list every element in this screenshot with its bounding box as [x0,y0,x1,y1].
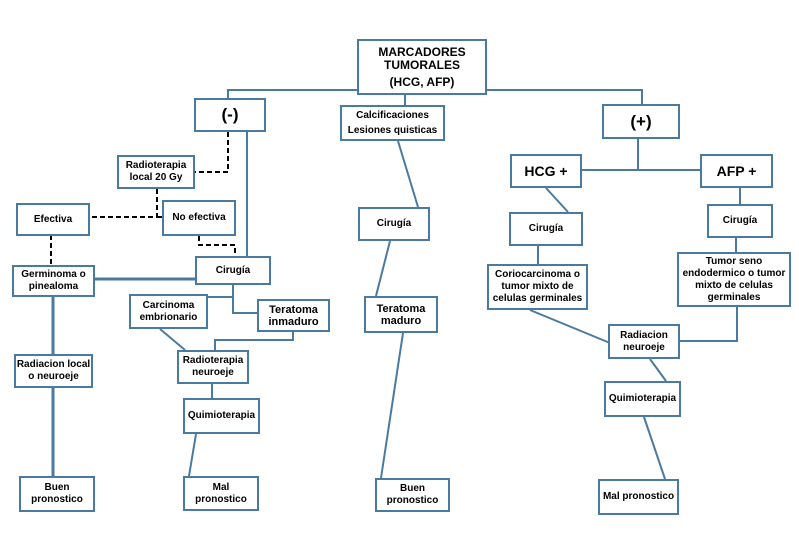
teratoma-mad-line1: Teratoma [376,302,426,315]
germinoma-line1: Germinoma o [21,269,86,280]
tumor-markers-box: MARCADORES TUMORALES (HCG, AFP) [357,39,487,95]
surgery-hcg-box: Cirugía [509,212,583,246]
calc-line1: Calcificaciones [356,109,429,121]
radiation-right-line2: neuroeje [623,341,665,353]
negative-box: (-) [194,98,266,132]
poor-prognosis-right-box: Mal pronostico [598,479,679,515]
surgery-mid-label: Cirugía [376,218,412,229]
negative-label: (-) [221,105,239,124]
germinoma-line2: pinealoma [28,281,79,292]
germinoma-box: Germinoma o pinealoma [12,265,95,297]
mature-teratoma-box: Teratoma maduro [364,296,438,333]
afp-positive-box: AFP + [700,154,773,188]
radio-neuroeje-line1: Radioterapia [182,355,244,366]
poor-left-line2: pronostico [195,493,247,505]
radio-neuroeje-line2: neuroeje [192,367,234,378]
link-neg-radio-local [195,132,229,173]
link-hcg-cirugia [545,187,569,213]
link-quimio-mal-right [643,416,666,480]
good-prognosis-mid-box: Buen pronostico [375,478,450,512]
choriocarcinoma-box: Coriocarcinoma o tumor mixto de celulas … [487,264,588,310]
corio-line3: celulas germinales [492,293,583,304]
chemotherapy-right-box: Quimioterapia [604,381,681,417]
link-cirugia-carcinoma [208,285,234,298]
chemo-right-label: Quimioterapia [608,393,677,404]
radio-local-line1: Radioterapia [125,160,187,171]
link-root-neg [227,89,357,98]
teratoma-inm-line1: Teratoma [269,303,318,316]
not-effective-label: No efectiva [172,212,226,223]
surgery-mid-box: Cirugía [358,207,430,241]
not-effective-box: No efectiva [162,200,236,236]
link-quimio-mal [188,433,197,477]
radiation-left-line2: o neuroeje [28,371,79,382]
effective-box: Efectiva [16,203,90,236]
poor-prognosis-left-box: Mal pronostico [183,476,259,511]
corio-line2: tumor mixto de [501,281,574,292]
poor-right-label: Mal pronostico [602,491,675,502]
positive-label: (+) [630,111,652,131]
endodermal-sinus-tumor-box: Tumor seno endodermico o tumor mixto de … [677,252,791,307]
calcifications-box: Calcificaciones Lesiones quisticas [340,105,445,141]
chemo-left-label: Quimioterapia [187,410,256,421]
immature-teratoma-box: Teratoma inmaduro [257,299,330,332]
carcinoma-line1: Carcinoma [142,299,195,311]
positive-box: (+) [602,104,680,139]
good-mid-line2: pronostico [386,495,439,506]
link-radiacion-quimio [649,358,667,382]
neuroaxis-radiation-right-box: Radiacion neuroeje [608,324,680,359]
surgery-afp-label: Cirugía [722,215,758,226]
seno-line4: germinales [707,291,761,303]
link-calc-cirugia [397,140,419,208]
root-line3: (HCG, AFP) [389,74,455,89]
link-root-pos [486,89,643,104]
surgery-neg-label: Cirugía [215,264,251,276]
root-line2: TUMORALES [384,57,460,72]
local-radiation-box: Radiacion local o neuroeje [14,354,93,388]
link-seno-radiacion [680,307,738,342]
link-noefectiva-cirugia [198,236,236,256]
good-prognosis-left-box: Buen pronostico [19,476,95,512]
link-teratoma-radio [214,332,294,350]
radio-local-line2: local 20 Gy [129,172,183,183]
hcg-label: HCG + [524,163,568,179]
seno-line3: mixto de celulas [695,279,773,291]
root-line1: MARCADORES [378,44,466,59]
local-radiotherapy-box: Radioterapia local 20 Gy [117,155,195,189]
chemotherapy-left-box: Quimioterapia [183,398,260,434]
good-mid-line1: Buen [400,483,425,494]
link-cirugia-teratoma [232,297,257,314]
link-teratoma-buen [380,332,404,479]
radiation-right-line1: Radiacion [620,329,668,341]
link-radio-local-split [90,189,158,218]
teratoma-inm-line2: inmaduro [268,315,319,328]
good-left-line1: Buen [44,482,70,493]
radiation-left-line1: Radiacion local [16,359,91,370]
seno-line2: endodermico o tumor [682,267,786,279]
embryonal-carcinoma-box: Carcinoma embrionario [129,294,208,329]
link-cirugia-teratoma-mad [375,240,391,297]
surgery-hcg-label: Cirugía [528,223,564,234]
afp-label: AFP + [716,163,757,179]
effective-label: Efectiva [33,213,73,225]
teratoma-mad-line2: maduro [380,314,422,327]
surgery-neg-box: Cirugía [195,256,271,285]
carcinoma-line2: embrionario [139,311,198,323]
surgery-afp-box: Cirugía [707,204,773,238]
seno-line1: Tumor seno [705,255,763,267]
hcg-positive-box: HCG + [510,154,582,188]
neuroaxis-radiotherapy-box: Radioterapia neuroeje [177,350,249,384]
corio-line1: Coriocarcinoma o [494,269,581,280]
calc-line2: Lesiones quisticas [347,124,438,136]
good-left-line2: pronostico [31,494,83,505]
poor-left-line1: Mal [212,481,230,493]
link-carcinoma-radio [159,328,186,351]
link-corio-radiacion [529,309,611,344]
